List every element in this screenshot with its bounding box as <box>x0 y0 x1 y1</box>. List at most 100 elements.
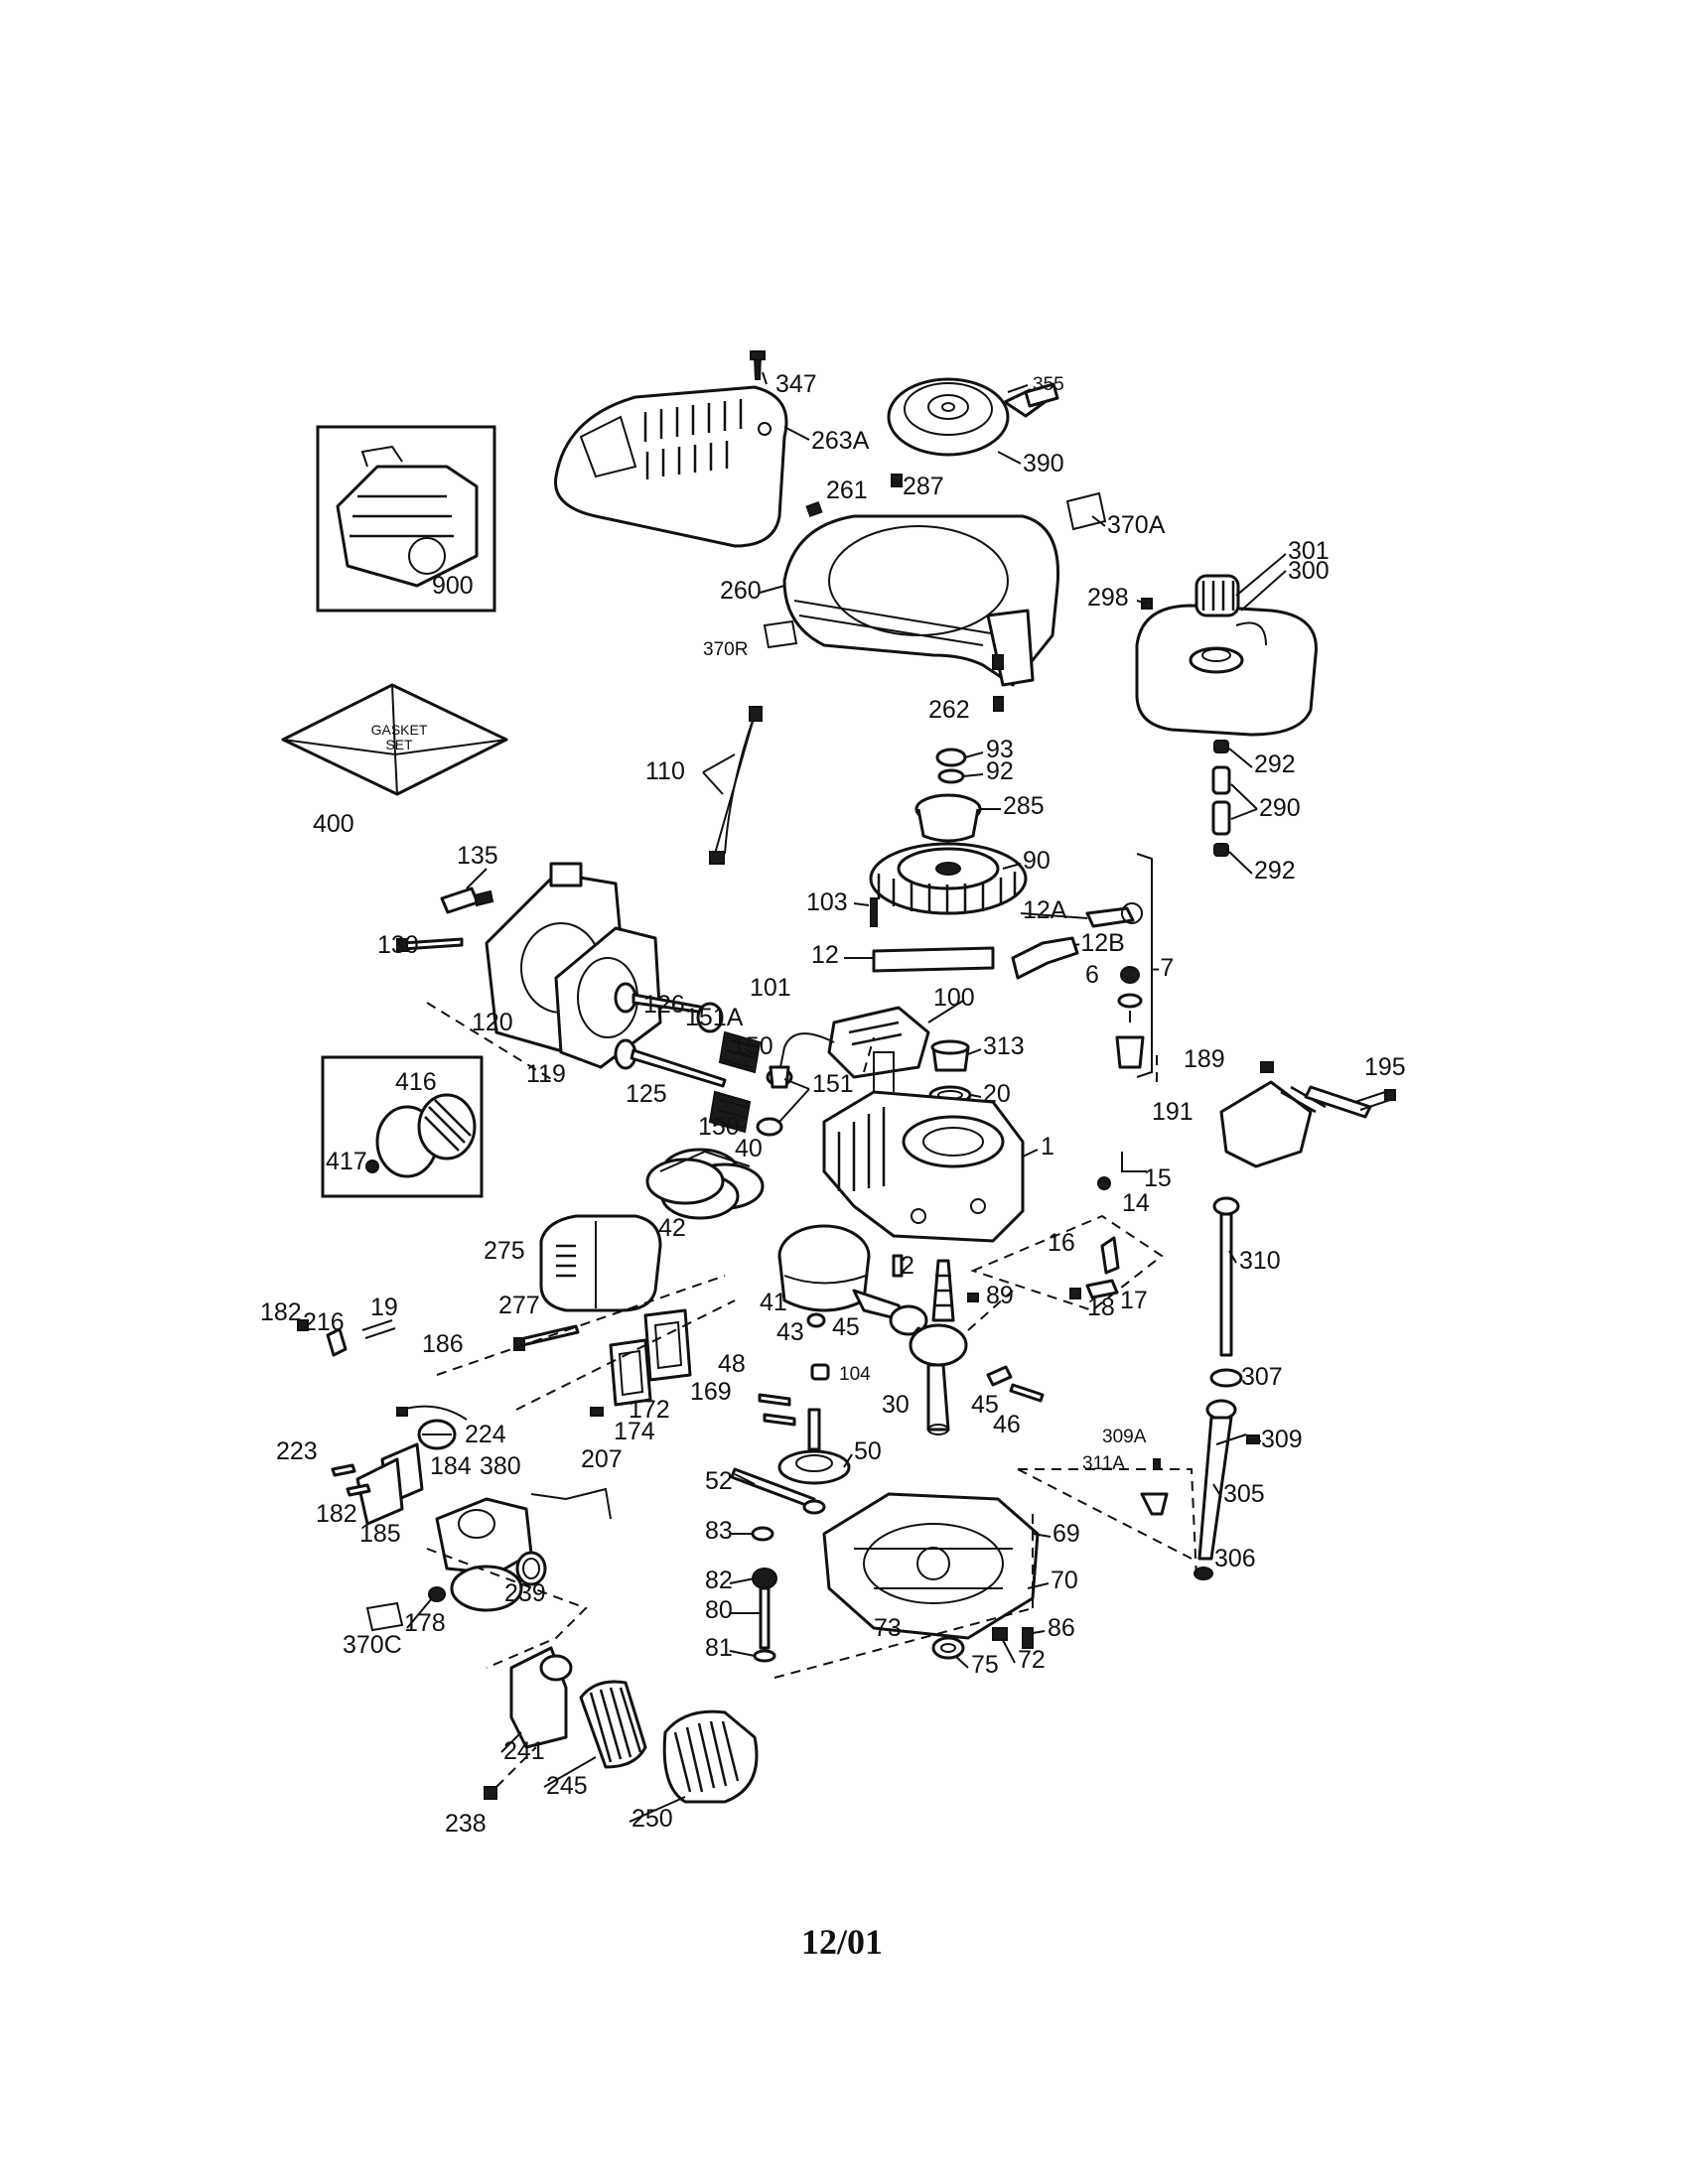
callout-80: 80 <box>705 1596 733 1624</box>
callout-305: 305 <box>1223 1480 1265 1508</box>
callout-241: 241 <box>503 1737 545 1765</box>
callout-104: 104 <box>839 1364 871 1385</box>
callout-186: 186 <box>422 1330 464 1358</box>
fuel-hose-12 <box>872 946 995 973</box>
callout-48: 48 <box>718 1350 746 1378</box>
callout-306: 306 <box>1214 1545 1256 1572</box>
callout-380: 380 <box>480 1452 521 1480</box>
gasket-239 <box>515 1551 547 1586</box>
callout-82: 82 <box>705 1567 733 1594</box>
callout-126: 126 <box>643 991 685 1019</box>
callout-238: 238 <box>445 1810 487 1838</box>
callout-45-lower: 45 <box>971 1391 999 1419</box>
flywheel-cup-285 <box>914 793 982 843</box>
callout-103: 103 <box>806 888 848 916</box>
crankshaft-30 <box>909 1259 968 1435</box>
callout-207: 207 <box>581 1445 623 1473</box>
callout-370A: 370A <box>1107 511 1166 539</box>
callout-370R: 370R <box>703 639 748 660</box>
callout-262: 262 <box>928 696 970 724</box>
callout-224: 224 <box>465 1421 506 1448</box>
piston-rings-40-42 <box>645 1148 765 1220</box>
callout-18: 18 <box>1087 1294 1115 1321</box>
valve-seal-151A <box>696 1002 724 1033</box>
screw-347 <box>750 350 766 380</box>
callout-150-upper: 150 <box>732 1032 773 1060</box>
oil-seal-73-75 <box>931 1636 965 1660</box>
callout-83: 83 <box>705 1517 733 1545</box>
nut-14 <box>1097 1176 1111 1190</box>
callout-1: 1 <box>1041 1133 1054 1160</box>
conrod-bolts-45-46 <box>986 1365 1045 1403</box>
callout-311A: 311A <box>1082 1453 1125 1474</box>
callout-390: 390 <box>1023 450 1064 478</box>
callout-313: 313 <box>983 1032 1025 1060</box>
callout-300: 300 <box>1288 557 1330 585</box>
breather-tube-15 <box>1121 1152 1147 1172</box>
callout-42: 42 <box>658 1214 686 1242</box>
fuel-tank-assembly <box>1135 574 1318 737</box>
callout-309: 309 <box>1261 1426 1303 1453</box>
screws-223-182 <box>331 1463 371 1497</box>
callout-260: 260 <box>720 577 762 605</box>
callout-119: 119 <box>526 1060 566 1088</box>
cylinder-block-1 <box>822 1051 1025 1243</box>
seal-306 <box>1193 1567 1213 1580</box>
callout-309A: 309A <box>1102 1427 1147 1447</box>
bolt-86 <box>1022 1627 1034 1649</box>
air-filter-base-241 <box>509 1646 573 1749</box>
drain-plug-72 <box>992 1627 1008 1641</box>
callout-12A: 12A <box>1023 896 1067 924</box>
label-370A <box>1065 491 1107 531</box>
callout-900: 900 <box>432 572 474 600</box>
fuel-line-assembly <box>1211 740 1231 857</box>
callout-45-upper: 45 <box>832 1313 860 1341</box>
callout-275: 275 <box>484 1237 525 1265</box>
crankcase-cover-69-70 <box>822 1492 1040 1640</box>
intake-gasket-169 <box>643 1308 692 1382</box>
callout-6: 6 <box>1085 961 1099 989</box>
rewind-starter-assembly <box>887 377 1059 457</box>
callout-184: 184 <box>430 1452 472 1480</box>
choke-lever-224 <box>417 1419 457 1450</box>
flywheel-nut-washer <box>935 748 967 784</box>
callout-290: 290 <box>1259 794 1301 822</box>
callout-195: 195 <box>1364 1053 1406 1081</box>
callout-263A: 263A <box>811 427 870 455</box>
callout-12: 12 <box>811 941 839 969</box>
callout-185: 185 <box>359 1520 401 1548</box>
callout-135: 135 <box>457 842 498 870</box>
callout-182-lower: 182 <box>316 1500 357 1528</box>
callout-261: 261 <box>826 477 868 504</box>
callout-298: 298 <box>1087 584 1129 612</box>
callout-307: 307 <box>1241 1363 1283 1391</box>
screw-189 <box>1260 1061 1274 1073</box>
callout-12B: -12B <box>1072 929 1125 957</box>
callout-101: 101 <box>750 974 791 1002</box>
callout-50: 50 <box>854 1437 882 1465</box>
callout-43: 43 <box>776 1318 804 1346</box>
valve-spring-150b <box>708 1090 752 1134</box>
callout-90: 90 <box>1023 847 1051 875</box>
breather-313-20 <box>928 1039 972 1105</box>
air-cleaner-cover-250 <box>662 1709 759 1804</box>
callout-69: 69 <box>1052 1520 1080 1548</box>
callout-16: 16 <box>1048 1229 1075 1257</box>
muffler-275 <box>539 1214 662 1312</box>
callout-285: 285 <box>1003 792 1045 820</box>
callout-172: 172 <box>629 1396 670 1424</box>
callout-86: 86 <box>1048 1614 1075 1642</box>
bracket-309A-311A <box>1017 1458 1197 1579</box>
label-370R <box>763 619 798 649</box>
callout-leader-lines <box>406 371 1287 1823</box>
callout-370C: 370C <box>343 1631 402 1659</box>
governor-bracket-191 <box>1219 1080 1372 1168</box>
callout-20: 20 <box>983 1080 1011 1108</box>
callout-17: 17 <box>1120 1287 1148 1314</box>
screw-261 <box>805 500 823 518</box>
callout-416: 416 <box>395 1068 437 1096</box>
gasket-set-line2: SET <box>385 737 413 752</box>
callout-15: 15 <box>1144 1164 1172 1192</box>
